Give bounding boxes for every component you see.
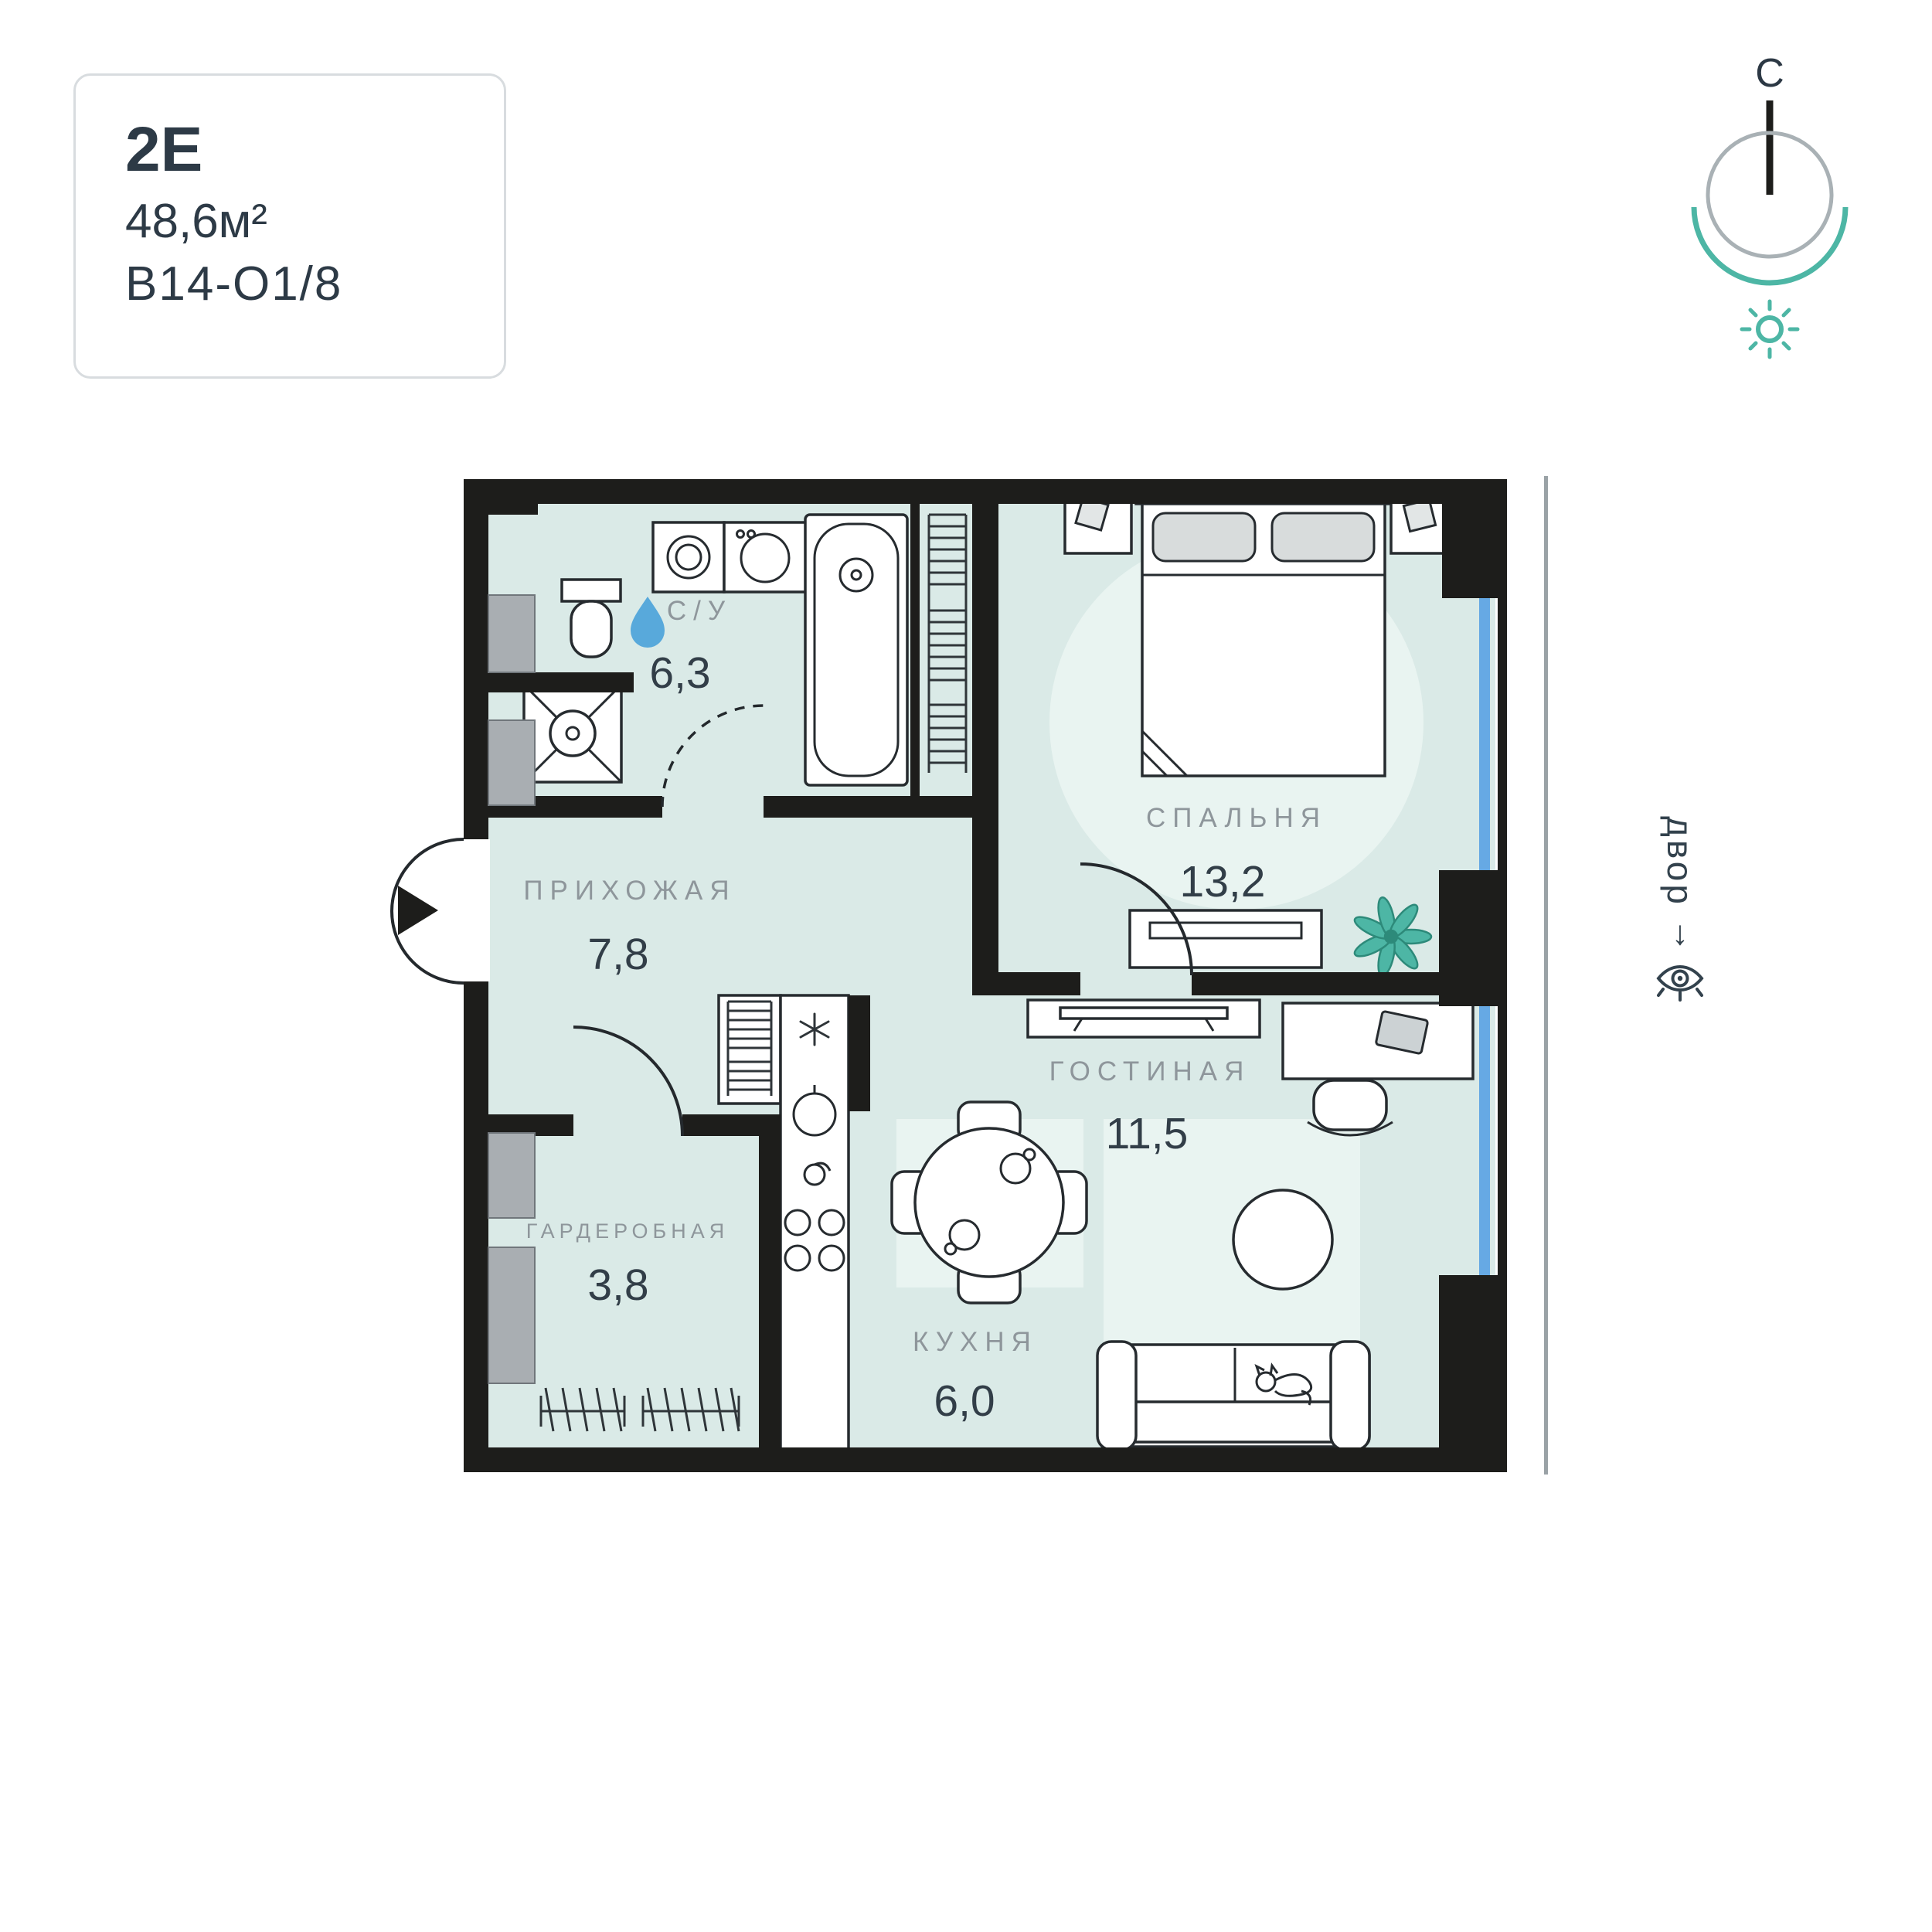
desk-icon [1281,1002,1475,1137]
compass-north-label: С [1755,51,1784,96]
room-label-bathroom: С/У [667,596,732,626]
room-label-hallway: ПРИХОЖАЯ [523,876,736,906]
sun-icon [1740,299,1800,359]
sofa-icon [1096,1340,1371,1451]
desk-chair-icon [1312,1079,1388,1131]
toilet-icon [560,578,622,658]
cat-icon [1254,1362,1313,1406]
room-label-bedroom: СПАЛЬНЯ [1146,803,1327,833]
water-drop-icon [631,597,665,648]
room-label-wardrobe: ГАРДЕРОБНАЯ [526,1219,729,1243]
window-bedroom [1479,598,1490,870]
kitchen-sink-icon [792,1085,837,1137]
washing-machine-icon [651,521,726,594]
dining-set-icon [890,1100,1088,1304]
tv-console-icon [1026,998,1261,1039]
room-area-living: 11,5 [1106,1109,1189,1158]
eye-icon [1656,965,1704,1002]
wall-niches [488,594,536,1384]
shower-icon [522,683,623,784]
apartment-info-card: 2Е 48,6м² В14-О1/8 [73,73,506,379]
wardrobe-door-arc [573,1026,684,1137]
room-labels: С/У 6,3 СПАЛЬНЯ 13,2 ПРИХОЖАЯ 7,8 ГОСТИН… [523,596,1327,1426]
courtyard-marker: двор ↓ [1628,816,1733,1003]
entrance-door-arc [390,838,464,985]
bathroom-door-arc [661,704,764,808]
stove-icon [784,1209,845,1272]
vent-grille-top [927,513,968,773]
courtyard-arrow-icon: ↓ [1672,913,1689,952]
apartment-area: 48,6м² [125,195,267,248]
bedroom-door-arc [1080,862,1193,976]
windows [1479,598,1490,1275]
dresser-icon [1128,909,1323,969]
oven-symbol [803,1162,832,1186]
sink-vanity-icon [723,521,808,594]
room-label-kitchen: КУХНЯ [913,1327,1038,1357]
compass-ring [1706,131,1834,259]
hanger-rail-icon [539,1387,740,1432]
kitchen-appliances [784,1012,845,1272]
pouf-icon [1232,1189,1334,1291]
entrance-opening [462,839,490,981]
bed-icon [1134,484,1393,777]
courtyard-label: двор [1660,816,1700,907]
window-living [1479,1006,1490,1275]
bathtub-icon [804,513,909,787]
doors [390,704,1193,1137]
entrance-arrow-icon [398,886,438,935]
room-label-living: ГОСТИНАЯ [1049,1056,1251,1087]
layout-type: 2Е [125,114,203,185]
compass-south-arc [1691,206,1849,286]
facade-section-line [1544,476,1548,1475]
compass-icon: С [1691,51,1849,359]
walls [462,479,1507,1472]
fridge-star-symbol [799,1012,830,1046]
vent-grille-kitchen [726,1000,773,1096]
room-area-bedroom: 13,2 [1180,857,1266,906]
plant-icon [1353,896,1433,977]
room-area-bathroom: 6,3 [649,648,710,698]
room-area-wardrobe: 3,8 [587,1260,648,1310]
room-area-kitchen: 6,0 [934,1376,995,1426]
unit-number: В14-О1/8 [125,257,343,311]
furniture-layer [522,484,1475,1452]
kitchen-counter [779,994,850,1452]
room-area-hallway: 7,8 [587,930,648,979]
